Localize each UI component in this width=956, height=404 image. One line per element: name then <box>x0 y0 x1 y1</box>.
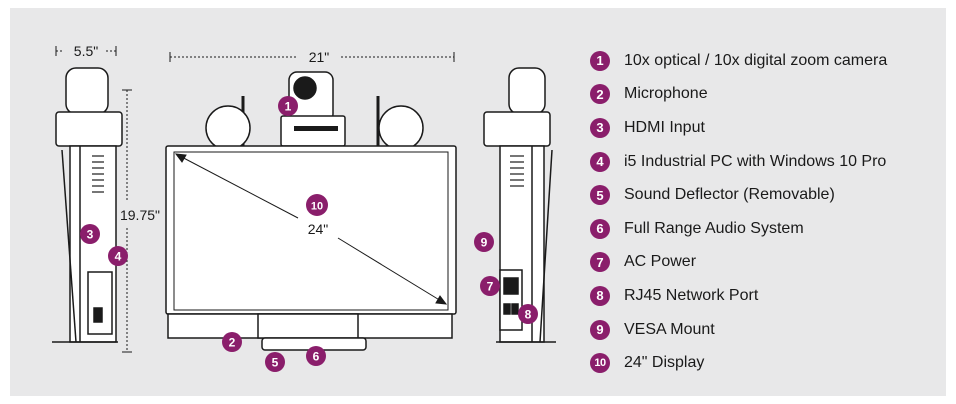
callout-badge-7: 7 <box>480 276 500 296</box>
legend: 1 10x optical / 10x digital zoom camera … <box>590 44 887 380</box>
legend-badge: 3 <box>590 117 610 138</box>
legend-label: i5 Industrial PC with Windows 10 Pro <box>624 152 887 170</box>
legend-badge: 9 <box>590 319 610 340</box>
callout-badge-8: 8 <box>518 304 538 324</box>
svg-text:3: 3 <box>87 228 94 242</box>
legend-item: 1 10x optical / 10x digital zoom camera <box>590 44 887 78</box>
front-view <box>165 71 457 351</box>
legend-badge: 4 <box>590 151 610 172</box>
callout-badge-9: 9 <box>474 232 494 252</box>
svg-text:2: 2 <box>229 336 236 350</box>
legend-label: RJ45 Network Port <box>624 286 759 304</box>
legend-label: AC Power <box>624 253 697 271</box>
diagonal-dimension: 24" <box>308 221 329 237</box>
legend-item: 4 i5 Industrial PC with Windows 10 Pro <box>590 145 887 179</box>
callout-badge-10: 10 <box>306 194 328 216</box>
svg-text:9: 9 <box>481 236 488 250</box>
width-dimension: 21" <box>309 49 330 65</box>
legend-label: 10x optical / 10x digital zoom camera <box>624 51 888 69</box>
svg-text:4: 4 <box>115 250 122 264</box>
depth-dimension: 5.5" <box>74 43 98 59</box>
legend-label: VESA Mount <box>624 320 715 338</box>
callout-badge-4: 4 <box>108 246 128 266</box>
svg-text:6: 6 <box>313 350 320 364</box>
svg-text:1: 1 <box>285 100 292 114</box>
callout-badge-6: 6 <box>306 346 326 366</box>
callout-badge-5: 5 <box>265 352 285 372</box>
legend-item: 5 Sound Deflector (Removable) <box>590 178 887 212</box>
right-side-view <box>483 67 556 343</box>
legend-item: 8 RJ45 Network Port <box>590 279 887 313</box>
svg-text:10: 10 <box>311 201 323 213</box>
legend-label: Microphone <box>624 85 708 103</box>
legend-badge: 5 <box>590 185 610 206</box>
svg-text:8: 8 <box>525 308 532 322</box>
legend-badge: 10 <box>590 353 610 374</box>
svg-text:7: 7 <box>487 280 494 294</box>
height-dimension: 19.75" <box>120 207 160 223</box>
legend-item: 6 Full Range Audio System <box>590 212 887 246</box>
legend-item: 9 VESA Mount <box>590 313 887 347</box>
legend-item: 3 HDMI Input <box>590 111 887 145</box>
legend-item: 10 24" Display <box>590 346 887 380</box>
legend-label: 24" Display <box>624 354 705 372</box>
callout-badge-2: 2 <box>222 332 242 352</box>
legend-label: Full Range Audio System <box>624 219 804 237</box>
callout-badge-3: 3 <box>80 224 100 244</box>
legend-label: Sound Deflector (Removable) <box>624 186 835 204</box>
legend-badge: 1 <box>590 50 610 71</box>
callout-badge-1: 1 <box>278 96 298 116</box>
legend-item: 2 Microphone <box>590 78 887 112</box>
svg-text:5: 5 <box>272 356 279 370</box>
left-side-view <box>52 67 123 343</box>
legend-badge: 2 <box>590 84 610 105</box>
legend-badge: 8 <box>590 285 610 306</box>
legend-label: HDMI Input <box>624 118 705 136</box>
legend-badge: 6 <box>590 218 610 239</box>
legend-item: 7 AC Power <box>590 246 887 280</box>
legend-badge: 7 <box>590 252 610 273</box>
